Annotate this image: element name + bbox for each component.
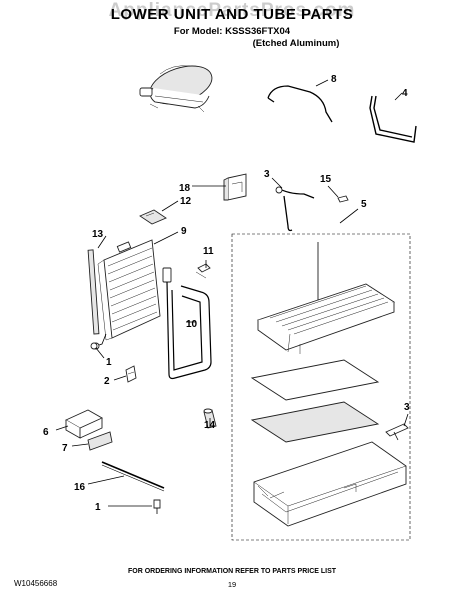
defrost-heater-part: [162, 267, 212, 380]
callout-14: 14: [204, 420, 216, 431]
thermostat-part: [125, 365, 137, 383]
model-label: For Model: KSSS36FTX04: [173, 26, 291, 37]
insulation-sheet-upper: [250, 359, 380, 401]
document-number: W10456668: [14, 579, 58, 588]
side-tube-part: [87, 249, 100, 335]
callout-7: 7: [62, 443, 68, 454]
callout-10: 10: [186, 319, 198, 330]
callout-11: 11: [203, 246, 214, 257]
drain-heater-tray-part: [257, 242, 396, 354]
callout-1-lower: 1: [95, 502, 101, 513]
drain-pan-part: [253, 441, 407, 527]
clamp-part: [195, 263, 211, 279]
screw-upper-part: [90, 342, 105, 359]
ordering-note: FOR ORDERING INFORMATION REFER TO PARTS …: [127, 568, 337, 575]
callout-8: 8: [331, 74, 337, 85]
discharge-tube-part: [267, 79, 333, 123]
callout-15: 15: [320, 174, 332, 185]
callout-6: 6: [43, 427, 49, 438]
watermark: AppliancePartsPros.com: [108, 0, 356, 21]
page-number: 19: [227, 580, 237, 589]
screw-lower-part: [153, 499, 161, 514]
callout-5: 5: [361, 199, 367, 210]
callout-3-upper: 3: [264, 169, 270, 180]
fan-bracket-part: [65, 409, 103, 439]
bracket-part: [223, 173, 247, 201]
callout-9: 9: [181, 226, 187, 237]
callout-16: 16: [74, 482, 86, 493]
rod-part: [101, 461, 165, 492]
variant-label: (Etched Aluminum): [252, 38, 340, 49]
callout-4: 4: [402, 88, 408, 99]
callout-13: 13: [92, 229, 104, 240]
pad-part: [139, 209, 167, 225]
drain-tube-upper-part: [275, 186, 315, 232]
evaporator-coil-part: [92, 239, 161, 350]
drain-fitting-part: [385, 423, 409, 441]
callout-12: 12: [180, 196, 192, 207]
callout-1-upper: 1: [106, 357, 112, 368]
clip-part: [337, 195, 349, 203]
compressor-part: [139, 65, 213, 113]
insulation-sheet-lower: [250, 401, 380, 443]
cover-plate-part: [87, 431, 113, 451]
callout-2: 2: [104, 376, 110, 387]
callout-3-lower: 3: [404, 402, 410, 413]
suction-tube-part: [369, 92, 417, 143]
callout-18: 18: [179, 183, 191, 194]
page-title: LOWER UNIT AND TUBE PARTS: [110, 6, 354, 23]
